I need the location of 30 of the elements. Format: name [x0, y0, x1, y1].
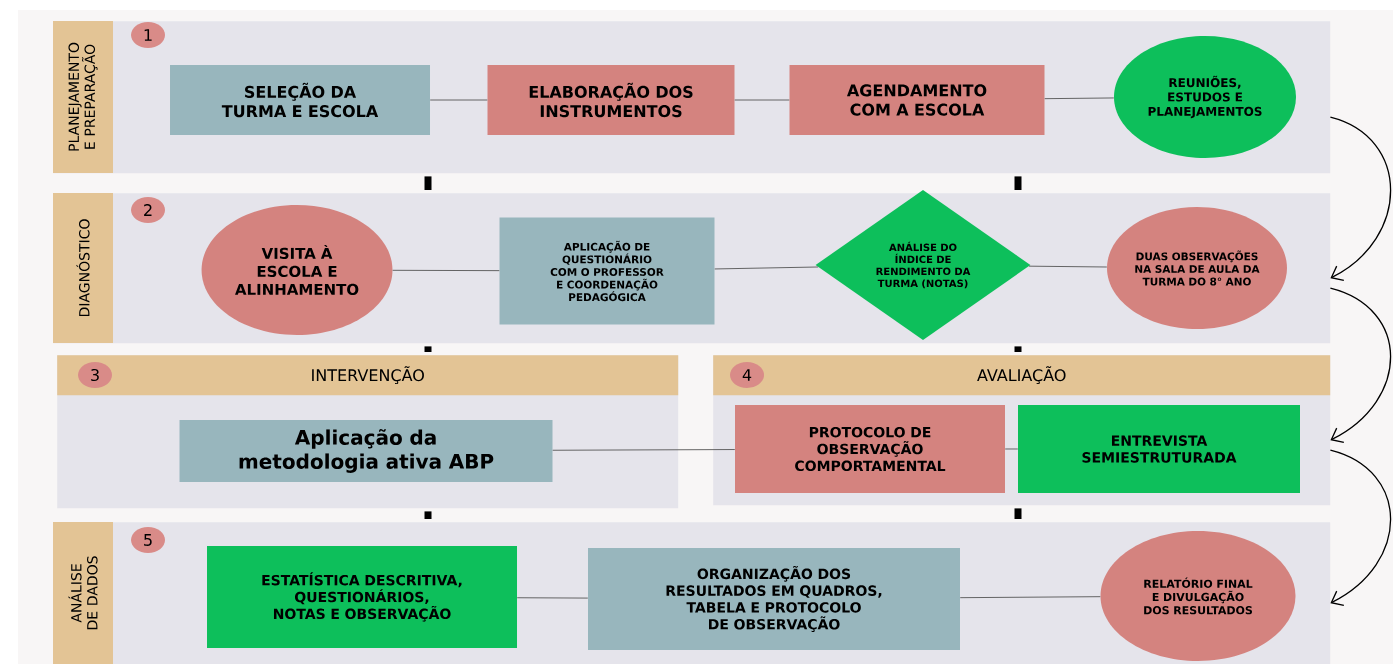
process-box: Aplicação da metodologia ativa ABP — [179, 420, 553, 482]
step-number-badge: 3 — [78, 362, 112, 388]
connector-line — [516, 597, 589, 599]
process-box: ENTREVISTA SEMIESTRUTURADA — [1018, 405, 1300, 493]
step-number-badge: 1 — [131, 22, 165, 48]
connector-line — [392, 269, 500, 272]
stage-label: DIAGNÓSTICO — [53, 193, 113, 343]
stage-label: PLANEJAMENTO E PREPARAÇÃO — [53, 21, 113, 173]
stage-label: ANÁLISE DE DADOS — [53, 522, 113, 664]
connector-line — [959, 596, 1101, 599]
process-box: APLICAÇÃO DE QUESTIONÁRIO COM O PROFESSOR E COORDENAÇÃO PEDAGÓGICA — [499, 217, 715, 325]
step-number-badge: 5 — [131, 527, 165, 553]
step-number-badge: 4 — [730, 362, 764, 388]
curved-arrow — [1329, 287, 1392, 444]
connector-line — [734, 99, 790, 101]
process-box: ESTATÍSTICA DESCRITIVA, QUESTIONÁRIOS, NOTAS E OBSERVAÇÃO — [207, 546, 517, 648]
process-box: ELABORAÇÃO DOS INSTRUMENTOS — [487, 65, 735, 135]
connector-line — [1044, 97, 1115, 100]
process-box: AGENDAMENTO COM A ESCOLA — [789, 65, 1045, 135]
curved-arrow — [1329, 116, 1392, 282]
connector-line — [1004, 448, 1019, 450]
process-box: ORGANIZAÇÃO DOS RESULTADOS EM QUADROS, TABELA E PROTOCOLO DE OBSERVAÇÃO — [588, 548, 960, 650]
connector-line — [552, 449, 736, 451]
step-number-badge: 2 — [131, 197, 165, 223]
curved-arrow — [1329, 449, 1392, 607]
process-box: SELEÇÃO DA TURMA E ESCOLA — [170, 65, 430, 135]
process-box: PROTOCOLO DE OBSERVAÇÃO COMPORTAMENTAL — [735, 405, 1005, 493]
connector-line — [714, 266, 819, 270]
connector-line — [1028, 265, 1108, 268]
connector-line — [429, 99, 488, 101]
